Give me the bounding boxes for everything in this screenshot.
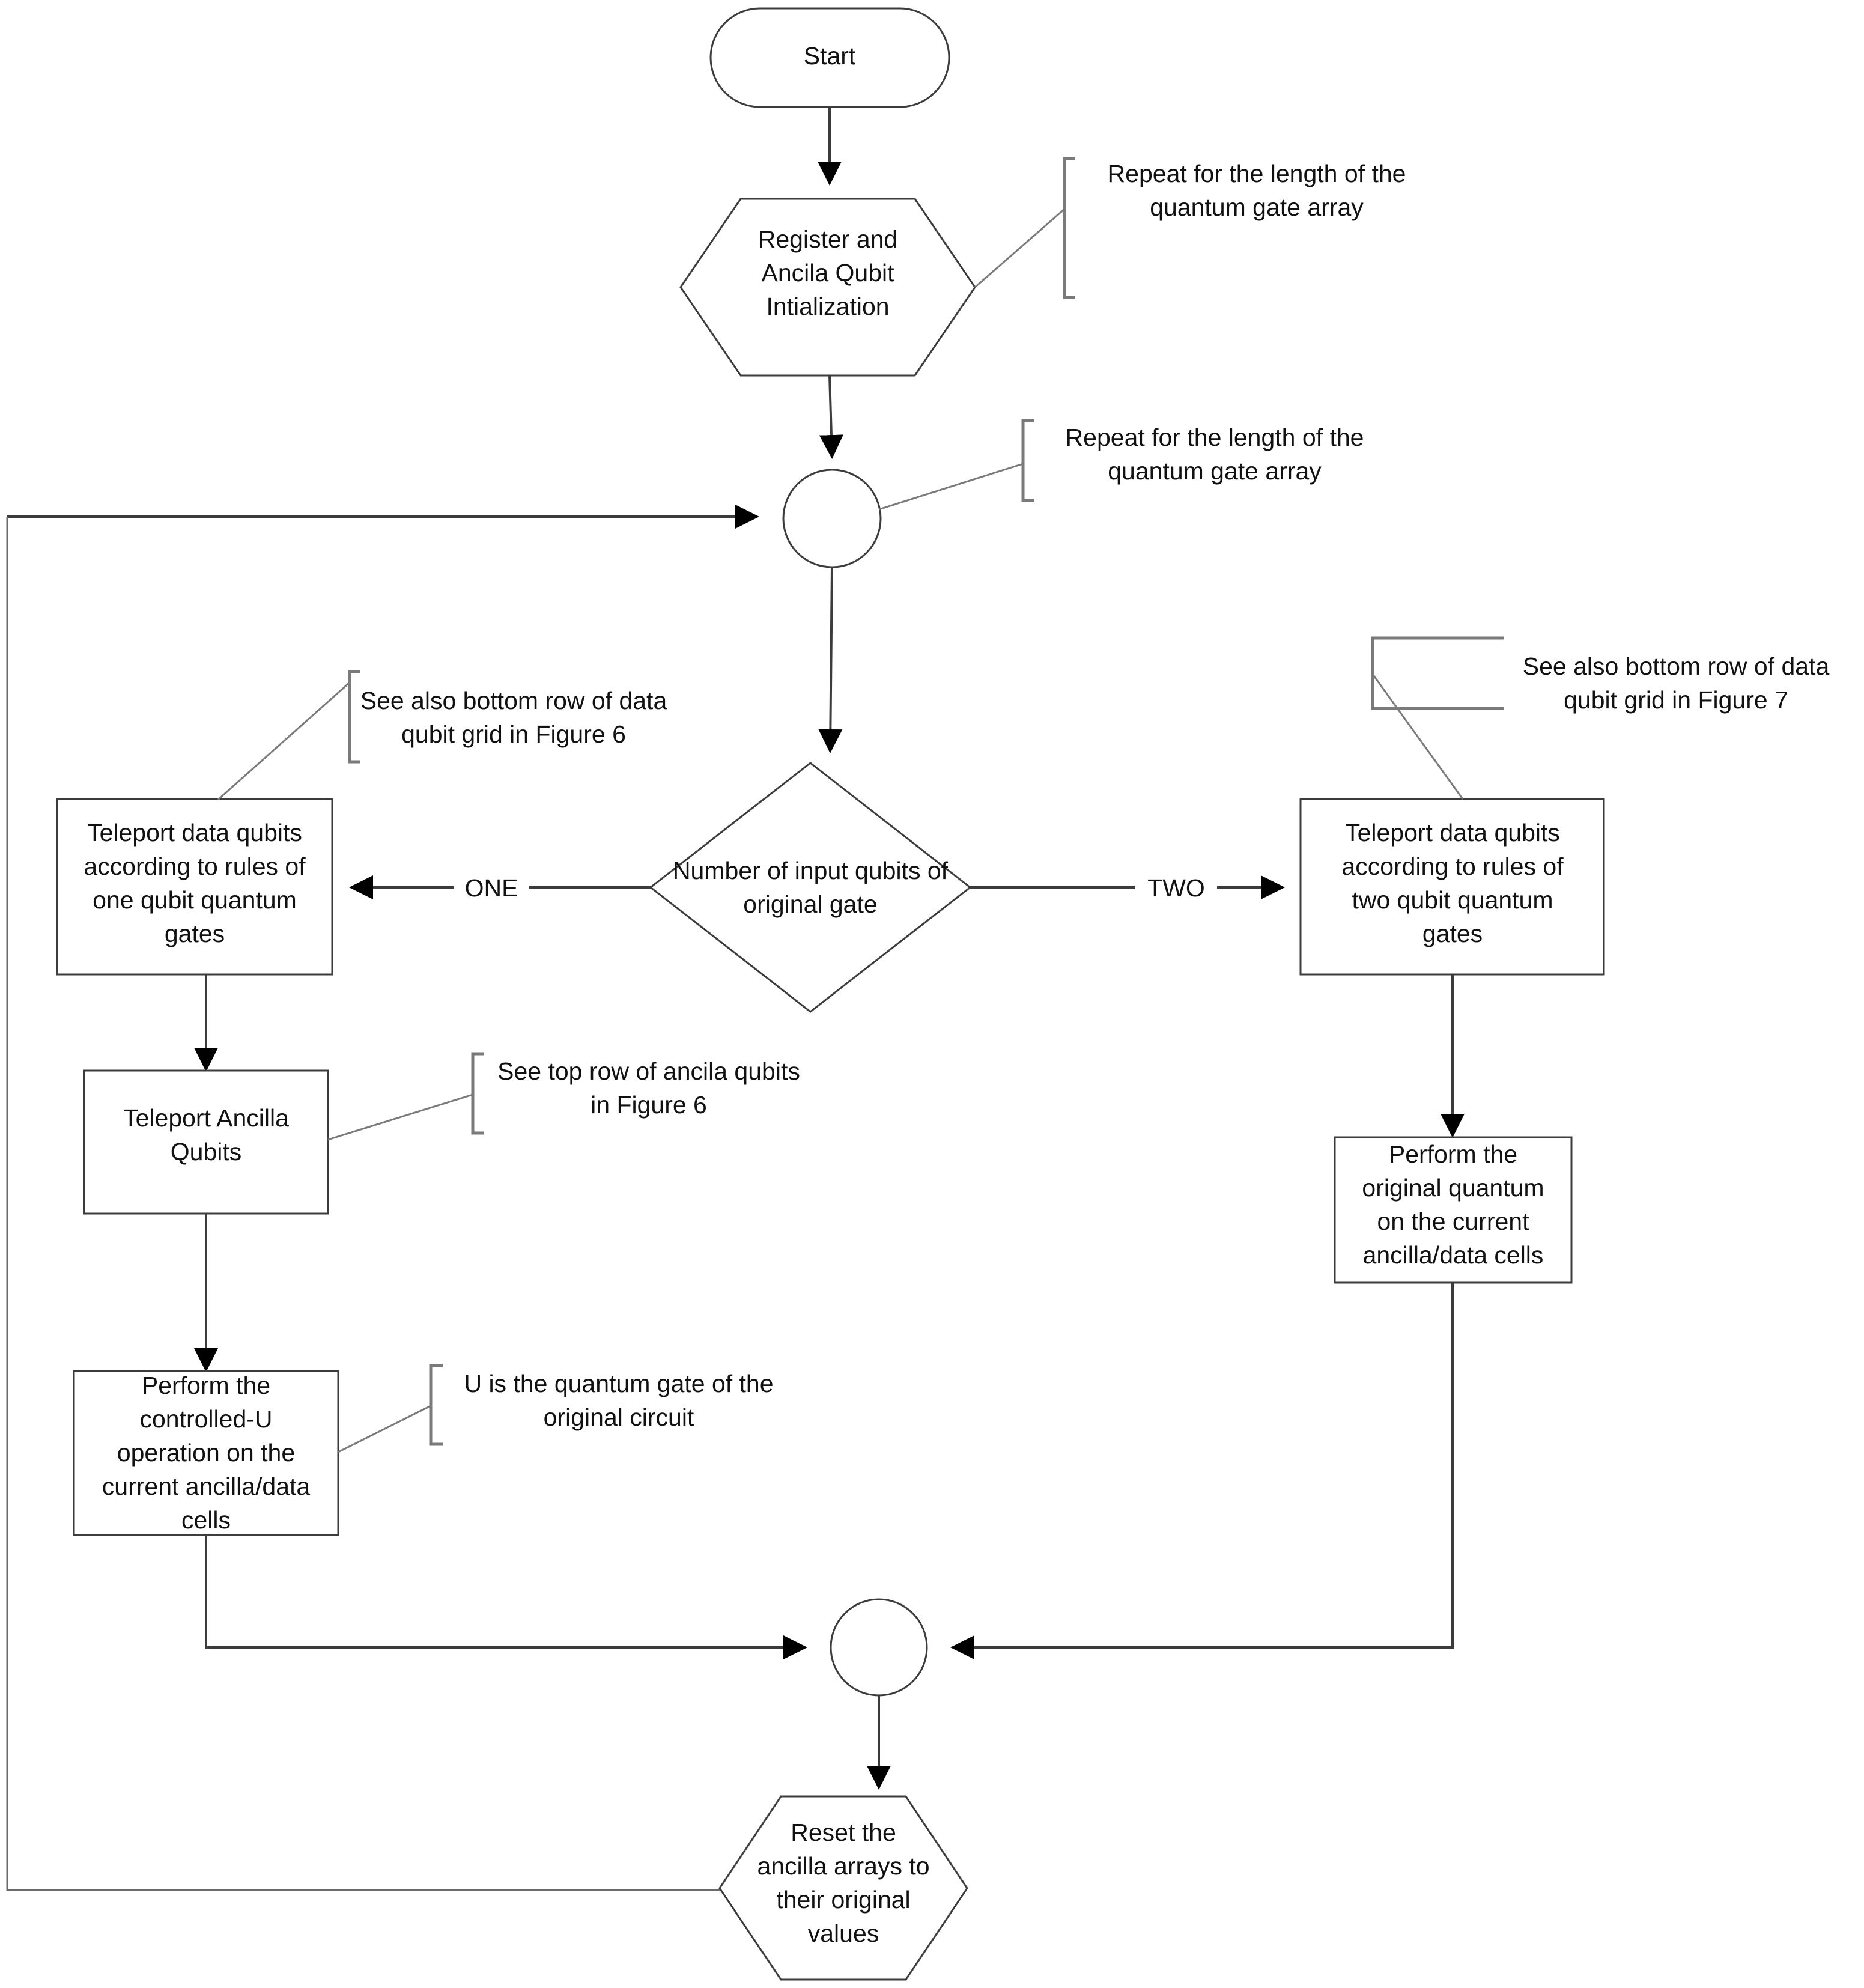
annotation-fig6-data-line2: qubit grid in Figure 6 — [401, 720, 626, 748]
node-teleport-one-qubit[interactable]: Teleport data qubits according to rules … — [56, 798, 333, 976]
node-reset-ancilla[interactable]: Reset the ancilla arrays to their origin… — [718, 1795, 968, 1981]
edge-label-one-text: ONE — [465, 874, 518, 902]
edge-label-two: TWO — [1135, 863, 1217, 902]
annotation-repeat-loop-line2: quantum gate array — [1108, 457, 1322, 485]
node-original-quantum-line3: on the current — [1377, 1208, 1530, 1235]
annotation-fig7-data-line2: qubit grid in Figure 7 — [1564, 686, 1788, 714]
node-controlled-u-line1: Perform the — [142, 1372, 270, 1399]
node-original-quantum[interactable]: Perform the original quantum on the curr… — [1334, 1136, 1573, 1284]
node-controlled-u-line2: controlled-U — [139, 1405, 272, 1433]
node-teleport-ancilla-qubits[interactable]: Teleport Ancilla Qubits — [83, 1069, 329, 1215]
annotation-fig6-data-grid: See also bottom row of data qubit grid i… — [217, 670, 667, 801]
node-teleport-ancilla-line2: Qubits — [171, 1138, 242, 1166]
node-controlled-u-line3: operation on the — [117, 1439, 295, 1467]
node-register-init[interactable]: Register and Ancila Qubit Intialization — [679, 198, 976, 377]
edge-loop-back-to-merge-top — [6, 505, 759, 1891]
node-teleport-two-line3: two qubit quantum — [1352, 886, 1553, 914]
node-teleport-two-line4: gates — [1422, 920, 1483, 947]
node-reset-line1: Reset the — [791, 1819, 896, 1846]
node-teleport-one-line4: gates — [165, 920, 225, 947]
node-teleport-two-line2: according to rules of — [1341, 853, 1564, 880]
edge-label-one: ONE — [454, 863, 529, 902]
node-original-quantum-line1: Perform the — [1389, 1140, 1517, 1168]
node-register-init-line2: Ancila Qubit — [761, 259, 894, 287]
annotation-repeat-init: Repeat for the length of the quantum gat… — [974, 157, 1406, 299]
node-decision-line1: Number of input qubits of — [673, 857, 949, 884]
edge-init-to-merge-top — [819, 375, 843, 459]
edge-merge-top-to-decision — [818, 567, 843, 753]
node-decision-line2: original gate — [743, 890, 877, 918]
annotation-fig6-ancila: See top row of ancila qubits in Figure 6 — [327, 1052, 800, 1141]
annotation-fig6-ancila-line2: in Figure 6 — [590, 1091, 707, 1119]
node-reset-line4: values — [808, 1920, 879, 1947]
annotation-fig7-data-line1: See also bottom row of data — [1523, 652, 1830, 680]
node-register-init-line3: Intialization — [766, 293, 889, 320]
node-teleport-one-line2: according to rules of — [83, 853, 306, 880]
node-teleport-two-qubit[interactable]: Teleport data qubits according to rules … — [1299, 798, 1605, 976]
edge-original-quantum-to-merge-bottom — [950, 1283, 1454, 1659]
annotation-repeat-loop: Repeat for the length of the quantum gat… — [878, 419, 1364, 511]
edge-label-two-text: TWO — [1147, 874, 1205, 902]
edge-controlled-u-to-merge-bottom — [205, 1535, 807, 1659]
node-teleport-one-line1: Teleport data qubits — [87, 819, 302, 847]
node-start[interactable]: Start — [709, 7, 950, 108]
node-teleport-ancilla-line1: Teleport Ancilla — [123, 1104, 289, 1132]
annotation-repeat-loop-line1: Repeat for the length of the — [1066, 424, 1364, 451]
node-merge-top[interactable] — [782, 469, 882, 568]
node-controlled-u-line4: current ancilla/data — [102, 1473, 311, 1500]
node-controlled-u[interactable]: Perform the controlled-U operation on th… — [73, 1370, 339, 1536]
node-original-quantum-line4: ancilla/data cells — [1363, 1241, 1544, 1269]
annotation-fig6-ancila-line1: See top row of ancila qubits — [497, 1057, 800, 1085]
node-register-init-line1: Register and — [758, 225, 897, 253]
annotation-repeat-init-line2: quantum gate array — [1150, 193, 1364, 221]
node-decision-input-qubits[interactable]: Number of input qubits of original gate — [649, 762, 972, 1013]
node-reset-line3: their original — [776, 1886, 910, 1914]
annotation-u-gate-line2: original circuit — [544, 1403, 694, 1431]
node-original-quantum-line2: original quantum — [1362, 1174, 1544, 1202]
node-teleport-two-line1: Teleport data qubits — [1345, 819, 1560, 847]
node-merge-bottom[interactable] — [830, 1598, 928, 1697]
node-controlled-u-line5: cells — [181, 1506, 231, 1534]
annotation-u-gate-line1: U is the quantum gate of the — [464, 1370, 773, 1397]
node-start-label: Start — [804, 42, 856, 70]
node-reset-line2: ancilla arrays to — [757, 1852, 929, 1880]
annotation-repeat-init-line1: Repeat for the length of the — [1108, 160, 1406, 187]
annotation-fig6-data-line1: See also bottom row of data — [360, 687, 667, 714]
annotation-fig7-data-grid: See also bottom row of data qubit grid i… — [1371, 636, 1830, 800]
node-teleport-one-line3: one qubit quantum — [93, 886, 297, 914]
annotation-u-gate: U is the quantum gate of the original ci… — [338, 1364, 774, 1453]
